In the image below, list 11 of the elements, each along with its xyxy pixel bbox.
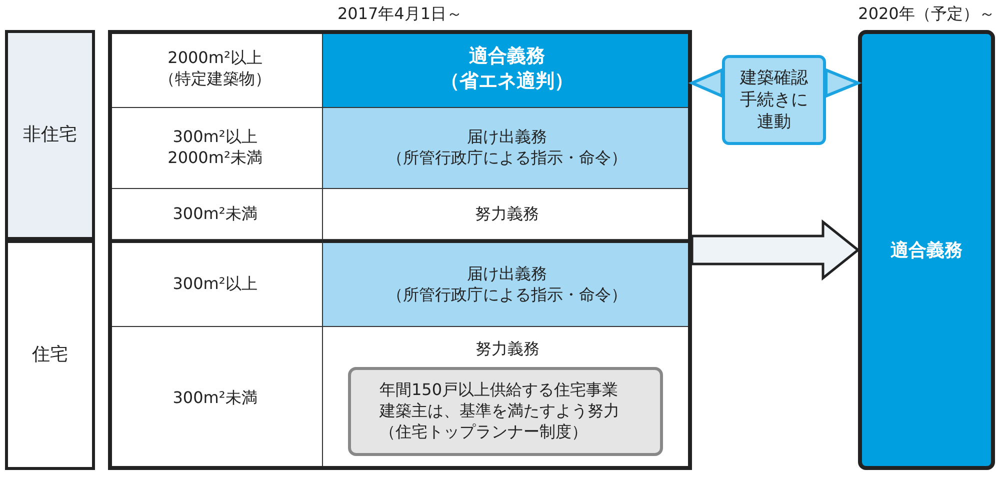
period-heading: 2020年（予定）～ [858,4,995,25]
category-box: 非住宅 [5,30,95,240]
block-arrow [690,219,860,281]
requirement-box: 適合義務 [858,30,995,470]
callout-pointer [824,68,862,98]
callout-box: 建築確認手続きに連動 [722,55,826,145]
period-heading: 2017年4月1日～ [336,4,464,25]
callout-pointer [688,68,724,98]
cell-text: 努力義務 [474,339,540,360]
category-box: 住宅 [5,240,95,470]
note-box: 年間150戸以上供給する住宅事業建築主は、基準を満たすよう努力 （住宅トップランナー制度） [348,367,663,456]
